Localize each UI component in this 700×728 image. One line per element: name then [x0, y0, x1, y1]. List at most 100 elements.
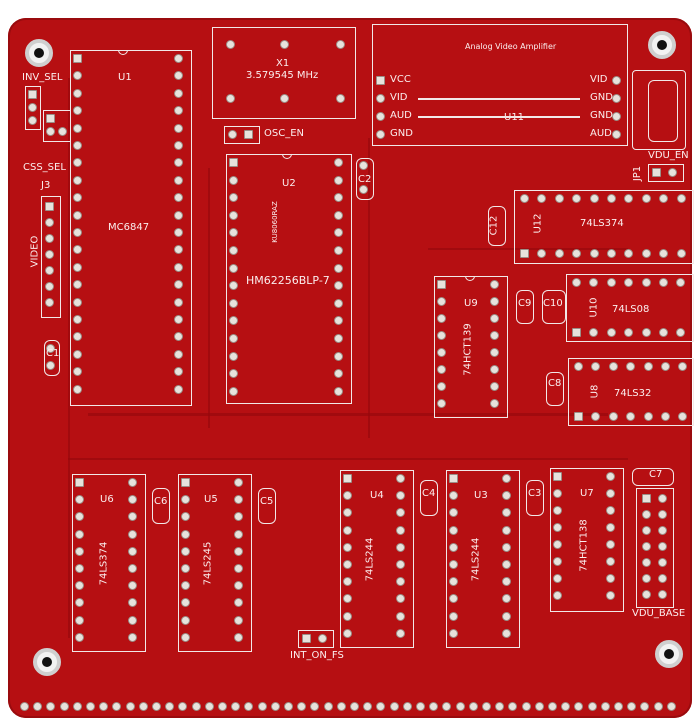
inv-sel-label: INV_SEL — [22, 72, 63, 83]
u4-pin-right-7 — [396, 577, 405, 587]
u5-part: 74LS245 — [202, 541, 214, 586]
u4-outline — [340, 470, 414, 648]
u7-pin-left-1 — [553, 472, 562, 481]
u2-pin-left-11 — [229, 334, 238, 343]
u8-pin-bottom-1 — [574, 362, 583, 371]
edge-pad-20 — [270, 702, 280, 711]
edge-pad-1 — [20, 702, 29, 711]
u10-pin-top-1 — [572, 328, 581, 337]
vdu-base-pad-a-4 — [642, 542, 651, 551]
x1-pad-1 — [226, 40, 235, 49]
j3-pad-6 — [45, 282, 54, 291]
u10-pin-top-3 — [606, 328, 616, 337]
u2-pin-left-13 — [229, 369, 238, 379]
u3-pin-left-5 — [449, 542, 458, 552]
u4-pin-left-6 — [343, 560, 352, 569]
css-sel-pad-2 — [46, 127, 55, 136]
edge-pad-6 — [86, 702, 95, 711]
u1-pin-right-1 — [174, 54, 183, 63]
u11-left-pin-label-aud: AUD — [390, 110, 412, 121]
u2-pin-right-4 — [334, 210, 343, 220]
u3-pin-left-4 — [449, 525, 458, 535]
c9-label: C9 — [518, 298, 532, 309]
u4-pin-right-6 — [396, 560, 405, 569]
u10-pin-top-2 — [589, 328, 599, 337]
vdu-base-pad-b-5 — [658, 558, 667, 567]
edge-pad-48 — [640, 702, 650, 711]
mounting-hole-bottom-left — [33, 648, 61, 676]
u10-outline — [566, 274, 694, 342]
u2-pin-right-6 — [334, 246, 343, 255]
inv-sel-pad-1 — [28, 90, 37, 99]
u1-pin-right-17 — [174, 332, 183, 342]
edge-pad-46 — [614, 702, 623, 711]
u2-pin-right-13 — [334, 369, 343, 379]
edge-pad-25 — [336, 702, 346, 711]
u11-right-pin-label-aud: AUD — [590, 128, 612, 139]
u4-pin-right-4 — [396, 525, 405, 535]
u4-ref: U4 — [370, 490, 384, 501]
u4-pin-right-1 — [396, 474, 405, 483]
u9-pin-right-6 — [490, 365, 499, 374]
u4-pin-left-10 — [343, 628, 352, 638]
u12-pin-bottom-5 — [589, 194, 599, 203]
u9-pin-left-8 — [437, 399, 446, 408]
u9-pin-left-2 — [437, 297, 446, 306]
u8-ref: U8 — [589, 384, 601, 399]
u5-pin-left-5 — [181, 546, 190, 556]
u12-pin-top-6 — [607, 249, 616, 258]
u1-pin-right-16 — [174, 315, 183, 324]
u2-pin-left-1 — [229, 158, 238, 167]
u4-pin-left-9 — [343, 611, 352, 621]
u1-pin-right-5 — [174, 123, 183, 133]
u2-pin-left-8 — [229, 281, 238, 291]
u8-pin-top-4 — [626, 412, 636, 421]
j3-pad-5 — [45, 266, 54, 275]
u5-pin-left-4 — [181, 529, 190, 539]
u8-pin-top-6 — [661, 412, 670, 421]
mounting-hole-bottom-right — [655, 640, 683, 668]
u3-pin-right-9 — [502, 611, 511, 621]
edge-pad-40 — [534, 702, 544, 711]
j3-pad-4 — [45, 250, 54, 259]
c5-outline — [258, 488, 276, 524]
u5-pin-right-9 — [234, 615, 243, 625]
x1-pad-2 — [280, 40, 289, 49]
u2-part: HM62256BLP-7 — [246, 274, 330, 287]
j3-pad-1 — [45, 202, 54, 211]
u6-pin-left-4 — [75, 529, 84, 539]
u7-pin-left-5 — [553, 540, 562, 549]
u1-pin-right-18 — [174, 349, 183, 359]
u5-pin-left-10 — [181, 632, 190, 642]
u11-left-pin-2 — [376, 94, 385, 103]
u8-pin-top-5 — [643, 412, 653, 421]
u10-pin-bottom-5 — [641, 278, 651, 287]
u6-pin-left-2 — [75, 495, 84, 505]
u10-pin-bottom-2 — [589, 278, 599, 287]
j3-pad-7 — [45, 298, 54, 307]
u1-part: MC6847 — [108, 222, 150, 233]
u6-pin-left-10 — [75, 632, 84, 642]
edge-pad-31 — [416, 702, 425, 711]
vdu-base-pad-a-1 — [642, 494, 651, 503]
u3-pin-right-8 — [502, 594, 511, 604]
u1-pin-left-16 — [73, 315, 82, 324]
u7-pin-left-7 — [553, 574, 562, 583]
u1-pin-left-1 — [73, 54, 82, 63]
u8-pin-top-3 — [608, 412, 618, 421]
c1-pad-2 — [46, 361, 55, 370]
u9-pin-right-2 — [490, 297, 499, 306]
u3-outline — [446, 470, 520, 648]
u11-left-pin-label-vid: VID — [390, 92, 408, 103]
u5-pin-left-6 — [181, 564, 190, 573]
u11-left-pin-4 — [376, 130, 385, 139]
u2-pin-left-3 — [229, 193, 238, 203]
u1-pin-right-6 — [174, 141, 183, 150]
u2-pin-right-1 — [334, 158, 343, 167]
u1-pin-left-20 — [73, 384, 82, 394]
amp-line-vid — [418, 98, 580, 100]
u3-pin-left-1 — [449, 474, 458, 483]
u12-pin-top-1 — [520, 249, 529, 258]
u9-ref: U9 — [464, 298, 478, 309]
u6-pin-right-5 — [128, 546, 137, 556]
